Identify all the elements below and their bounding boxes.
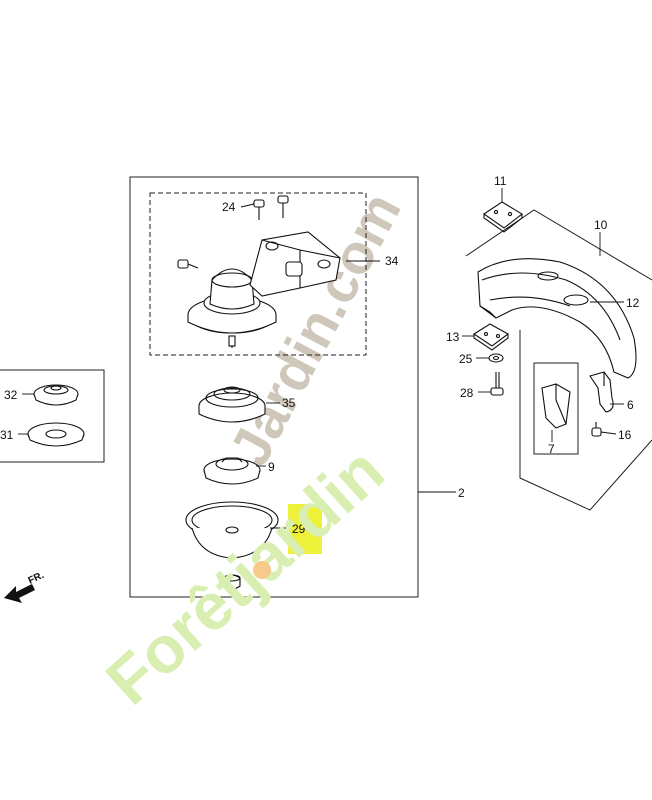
callout-6: 6 (627, 398, 634, 412)
callout-10: 10 (594, 218, 608, 232)
plate-13 (472, 323, 510, 351)
callout-16: 16 (618, 428, 632, 442)
bolt-24 (177, 195, 289, 269)
assembly-frame-2 (129, 176, 419, 598)
nut (223, 574, 241, 590)
callout-29: 29 (292, 522, 306, 536)
disc-35 (198, 386, 266, 423)
screw-16 (591, 422, 602, 437)
callout-12: 12 (626, 296, 640, 310)
callout-9: 9 (268, 460, 275, 474)
callout-13: 13 (446, 330, 460, 344)
side-frame-31-32 (0, 369, 105, 463)
callout-32: 32 (4, 388, 18, 402)
arrow-left-down-icon (4, 584, 35, 603)
holder-9 (203, 457, 261, 485)
direction-arrow: FR. (4, 570, 46, 603)
plate-11 (483, 201, 523, 233)
bracket-frame-7 (533, 362, 579, 455)
washer-32 (33, 384, 79, 406)
cup-31 (27, 422, 85, 447)
callout-35: 35 (282, 396, 296, 410)
callout-28: 28 (460, 386, 474, 400)
watermark-orange-dot (253, 561, 271, 579)
direction-label: FR. (27, 570, 46, 587)
bolt-28 (490, 372, 504, 396)
callouts: 24 34 35 9 29 2 32 31 11 10 12 13 25 28 … (0, 174, 640, 536)
callout-24: 24 (222, 200, 236, 214)
callout-2: 2 (458, 486, 465, 500)
guard-frame-10 (465, 209, 652, 511)
subassembly-frame-34 (149, 192, 367, 356)
gear-case-34 (187, 231, 341, 348)
highlight-29 (288, 504, 322, 554)
callout-7: 7 (548, 442, 555, 456)
clip-6 (589, 371, 614, 413)
callout-31: 31 (0, 428, 14, 442)
guard-12 (477, 258, 637, 379)
callout-34: 34 (385, 254, 399, 268)
leader-lines (18, 188, 624, 529)
callout-11: 11 (494, 174, 507, 188)
nut-25 (488, 353, 504, 363)
bracket-7 (541, 383, 571, 429)
cover-29 (185, 501, 279, 559)
callout-25: 25 (459, 352, 473, 366)
